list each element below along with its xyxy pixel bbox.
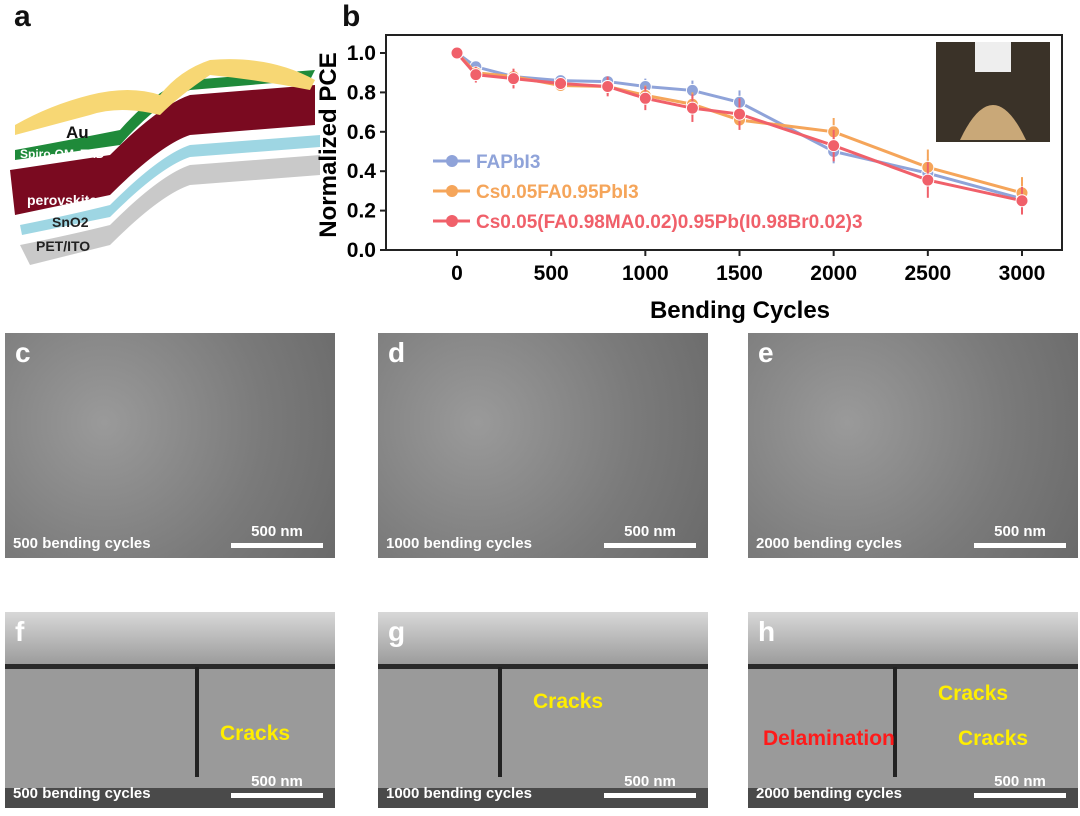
annotation-delamination: Delamination — [763, 727, 895, 750]
layer-label-perovskite: perovskite — [27, 192, 98, 208]
perovskite-film — [5, 669, 335, 788]
data-point — [469, 68, 483, 82]
sem-caption: 1000 bending cycles — [386, 535, 532, 552]
spiro-layer — [15, 70, 315, 160]
y-tick-label: 0.8 — [347, 81, 377, 104]
legend-label: FAPbI3 — [476, 152, 540, 173]
protective-layer — [748, 612, 1078, 664]
crack-line — [195, 667, 199, 777]
scale-bar — [604, 543, 696, 548]
panel-label-e: e — [758, 337, 774, 368]
scale-bar-label: 500 nm — [994, 773, 1046, 790]
legend-marker — [446, 185, 458, 197]
scale-bar-label: 500 nm — [251, 523, 303, 540]
annotation-cracks: Cracks — [958, 727, 1029, 750]
scale-bar-label: 500 nm — [624, 523, 676, 540]
x-axis-label: Bending Cycles — [650, 297, 830, 324]
plot-frame — [385, 34, 1063, 251]
y-tick-label: 0.4 — [347, 160, 377, 183]
protective-layer — [378, 612, 708, 664]
pce-chart: 0 500 1000 1500 2000 2500 3000 0.0 0.2 0.4 0.6 0.8 1… — [315, 34, 1063, 324]
y-tick-label: 0.0 — [347, 239, 376, 262]
x-tick-label: 2500 — [904, 262, 951, 285]
sem-image-d: d 1000 bending cycles 500 nm — [378, 333, 708, 558]
layer-label-au: Au — [66, 123, 89, 142]
data-point — [554, 77, 568, 91]
data-point — [507, 72, 520, 86]
sem-caption: 500 bending cycles — [13, 535, 151, 552]
data-point — [1015, 194, 1029, 208]
y-tick-label: 1.0 — [347, 42, 376, 65]
scale-bar — [231, 543, 323, 548]
layer-label-pet-ito: PET/ITO — [36, 238, 91, 254]
data-point — [921, 173, 935, 187]
inset-photo-highlight — [975, 42, 1011, 72]
scale-bar-label: 500 nm — [994, 523, 1046, 540]
data-point — [733, 107, 746, 121]
annotation-cracks: Cracks — [220, 722, 291, 745]
data-point — [601, 79, 615, 93]
au-layer — [15, 59, 315, 135]
data-point — [638, 91, 652, 105]
legend-label: Cs0.05(FA0.98MA0.02)0.95Pb(I0.98Br0.02)3 — [476, 212, 863, 233]
layer-label-spiro: Spiro-OMeTAD — [20, 147, 105, 161]
electrode-line — [5, 664, 335, 669]
sem-image-e: e 2000 bending cycles 500 nm — [748, 333, 1078, 558]
legend-label: Cs0.05FA0.95PbI3 — [476, 182, 639, 203]
protective-layer — [5, 612, 335, 664]
annotation-cracks: Cracks — [938, 682, 1009, 705]
sem-caption: 2000 bending cycles — [756, 535, 902, 552]
panel-label-f: f — [15, 616, 25, 647]
pet-ito-layer — [20, 155, 320, 265]
x-tick-label: 3000 — [999, 262, 1046, 285]
data-point — [450, 46, 464, 60]
y-tick-label: 0.6 — [347, 121, 376, 144]
panel-label-h: h — [758, 616, 776, 647]
scale-bar-label: 500 nm — [624, 773, 676, 790]
crack-line — [893, 667, 897, 777]
legend-marker — [446, 155, 458, 167]
panel-label-d: d — [388, 337, 406, 368]
perovskite-layer — [10, 85, 315, 215]
panel-label-a: a — [14, 0, 31, 33]
data-point — [827, 139, 841, 153]
data-point — [685, 101, 699, 115]
x-tick-label: 2000 — [810, 262, 857, 285]
electrode-line — [748, 664, 1078, 669]
scale-bar-label: 500 nm — [251, 773, 303, 790]
annotation-cracks: Cracks — [533, 690, 604, 713]
layer-label-sno2: SnO2 — [52, 214, 89, 230]
cross-section-caption: 2000 bending cycles — [756, 785, 902, 802]
sno2-layer — [20, 135, 320, 235]
cross-section-caption: 1000 bending cycles — [386, 785, 532, 802]
y-tick-label: 0.2 — [347, 200, 376, 223]
device-stack-illustration — [10, 59, 320, 265]
x-tick-label: 0 — [451, 262, 463, 285]
panel-label-b: b — [342, 0, 361, 33]
cross-section-caption: 500 bending cycles — [13, 785, 151, 802]
x-tick-label: 500 — [534, 262, 569, 285]
electrode-line — [378, 664, 708, 669]
inset-photo-device — [960, 105, 1026, 140]
panel-label-g: g — [388, 616, 406, 647]
crack-line — [498, 667, 502, 777]
sem-image-c: c 500 bending cycles 500 nm — [5, 333, 335, 558]
scale-bar — [604, 793, 696, 798]
legend-marker — [446, 215, 458, 227]
scale-bar — [974, 793, 1066, 798]
scale-bar — [974, 543, 1066, 548]
y-axis-label: Normalized PCE — [315, 52, 342, 237]
x-tick-label: 1000 — [622, 262, 669, 285]
scale-bar — [231, 793, 323, 798]
perovskite-film — [748, 669, 1078, 788]
perovskite-film — [378, 669, 708, 788]
x-tick-label: 1500 — [716, 262, 763, 285]
panel-label-c: c — [15, 337, 31, 368]
